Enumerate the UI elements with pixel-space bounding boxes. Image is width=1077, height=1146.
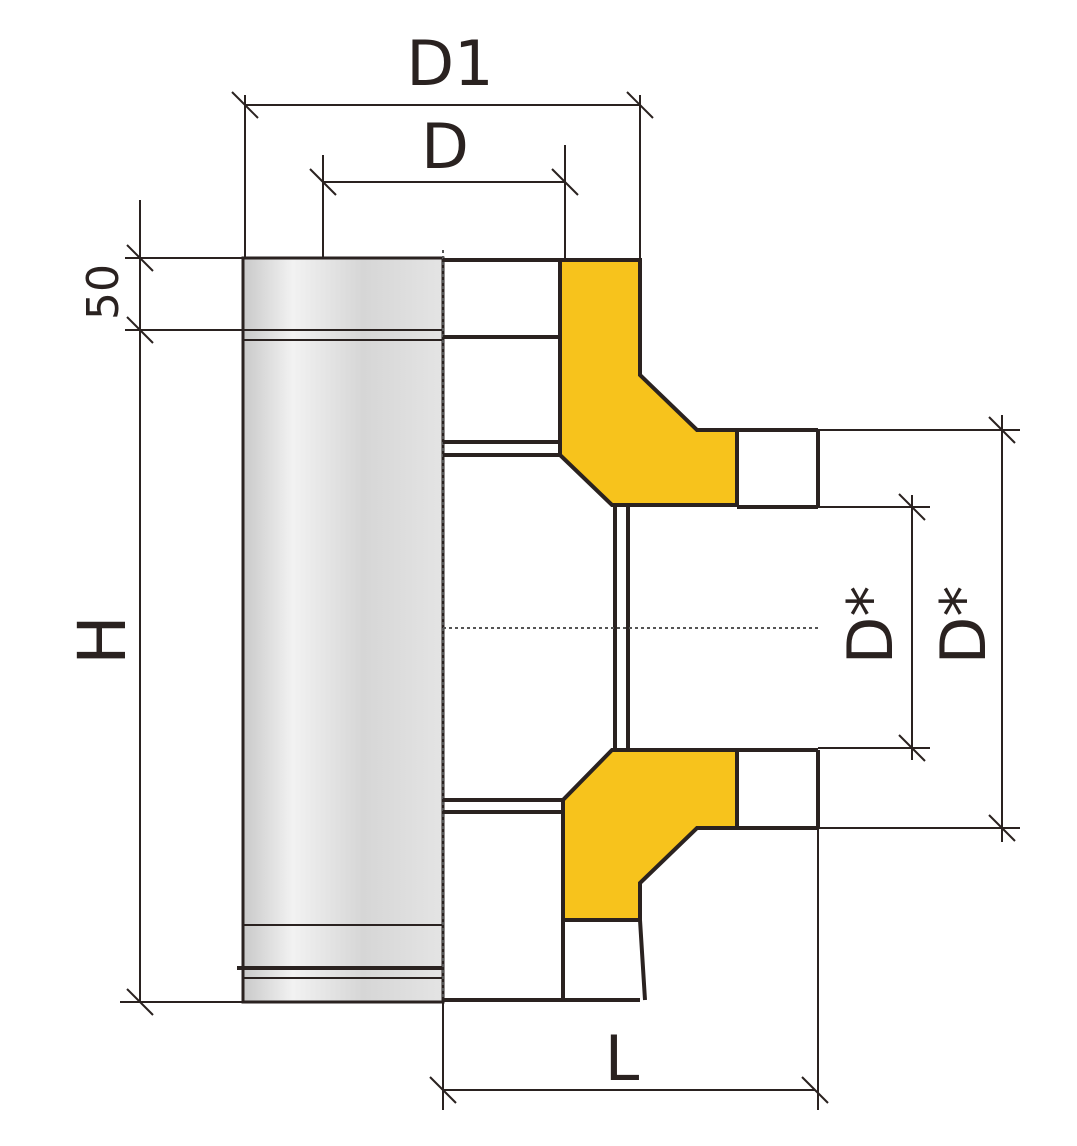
label-d1: D1 (406, 27, 493, 100)
main-pipe (237, 250, 445, 1010)
label-h: H (64, 615, 141, 665)
label-l: L (605, 1022, 640, 1095)
insulation (558, 258, 739, 922)
label-d-star-inner: D* (834, 586, 907, 665)
label-d: D (421, 110, 469, 183)
pipe-section (443, 258, 820, 1002)
dimensions (120, 91, 1020, 1110)
label-d-star-outer: D* (927, 586, 1000, 665)
label-50: 50 (78, 264, 129, 320)
